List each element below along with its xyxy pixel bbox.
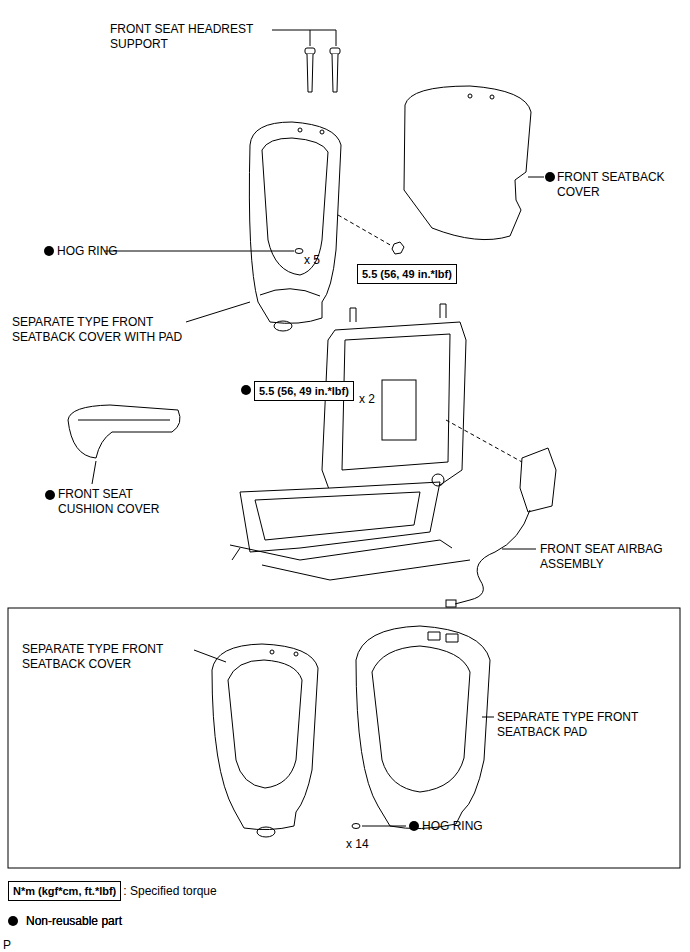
part-name: FRONT SEAT HEADREST SUPPORT: [110, 22, 270, 52]
torque-box: 5.5 (56, 49 in.*lbf): [254, 381, 354, 401]
inset-cover: [212, 644, 318, 837]
quantity-label: x 5: [304, 253, 320, 268]
leader-line: [446, 420, 522, 462]
inset-frame: [8, 608, 680, 868]
part-name: SEPARATE TYPE FRONT SEATBACK COVER: [22, 642, 192, 672]
hog-ring: [352, 824, 360, 829]
legend-swatch: [8, 916, 18, 926]
leader-line: [338, 215, 392, 246]
torque-box: 5.5 (56, 49 in.*lbf): [357, 264, 457, 284]
part-name: HOG RING: [57, 244, 118, 259]
part-name: FRONT SEATBACK COVER: [557, 170, 667, 200]
torque-value: N*m (kgf*cm, ft.*lbf): [13, 884, 116, 898]
page-mark: P: [3, 938, 11, 952]
headrest-support: [305, 48, 340, 92]
leader-line: [194, 650, 226, 662]
airbag-assembly: [446, 448, 556, 607]
cushion-cover: [68, 405, 180, 458]
quantity-label: x 14: [346, 837, 369, 852]
part-name: SEPARATE TYPE FRONT SEATBACK PAD: [497, 710, 667, 740]
quantity-label: x 2: [359, 392, 375, 407]
leader-line: [92, 461, 96, 484]
torque-value: 5.5 (56, 49 in.*lbf): [362, 267, 452, 281]
part-name: FRONT SEAT CUSHION COVER: [58, 487, 168, 517]
leader-line: [362, 826, 406, 827]
leader-line: [482, 717, 494, 718]
leader-line: [528, 177, 544, 178]
part-name: SEPARATE TYPE FRONT SEATBACK COVER WITH …: [12, 315, 190, 345]
torque-value: 5.5 (56, 49 in.*lbf): [259, 384, 349, 398]
non-reusable-dot: [44, 172, 555, 831]
seat-frame: [230, 304, 470, 580]
part-name: HOG RING: [422, 819, 483, 834]
part-name: FRONT SEAT AIRBAG ASSEMBLY: [540, 542, 670, 572]
torque-box: N*m (kgf*cm, ft.*lbf): [8, 881, 121, 901]
leader-line: [272, 30, 336, 46]
leader-line: [502, 549, 536, 550]
leader-line: [186, 302, 250, 322]
hog-ring: [295, 249, 303, 254]
inset-pad: [356, 626, 490, 829]
nut: [392, 242, 404, 254]
seatback-with-pad: [249, 122, 341, 331]
legend-text: Non-reusable part: [26, 914, 122, 929]
leader-line: [104, 251, 294, 252]
seatback-cover: [404, 86, 531, 240]
legend-note: : Specified torque: [123, 884, 216, 899]
